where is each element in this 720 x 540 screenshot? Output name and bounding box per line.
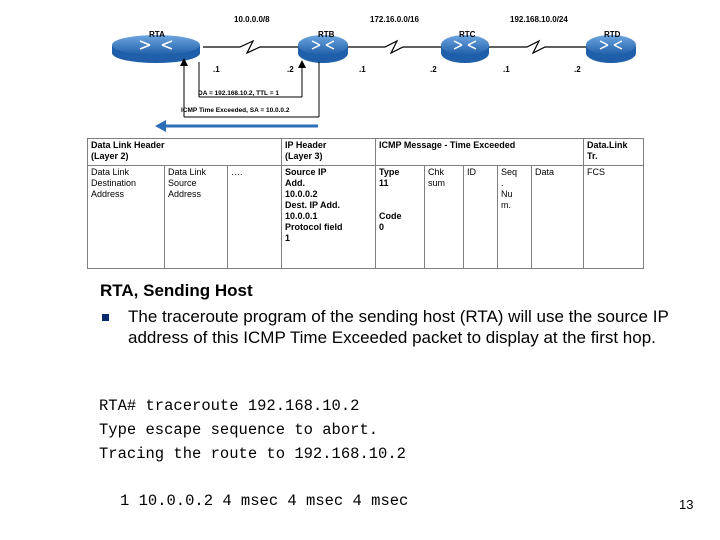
- serial-link: [345, 39, 443, 55]
- bullet-text: The traceroute program of the sending ho…: [128, 307, 669, 347]
- router-name: RTB: [318, 30, 335, 39]
- arrow-up-icon: [180, 58, 188, 66]
- packet-format-table: Data Link Header(Layer 2) IP Header(Laye…: [87, 138, 645, 269]
- ellipsis-cell: ….: [227, 165, 282, 269]
- router-rtd-icon: [586, 35, 636, 63]
- id-cell: ID: [463, 165, 498, 269]
- page-number: 13: [679, 497, 694, 512]
- router-name: RTC: [459, 30, 476, 39]
- router-rtc-icon: [441, 35, 489, 63]
- network-label: 172.16.0.0/16: [370, 15, 419, 24]
- interface-label: .1: [359, 65, 366, 74]
- cli-line: Type escape sequence to abort.: [99, 421, 379, 439]
- serial-link: [203, 39, 300, 55]
- network-label: 10.0.0.0/8: [234, 15, 270, 24]
- network-diagram: 10.0.0.0/8 172.16.0.0/16 192.168.10.0/24…: [112, 15, 636, 132]
- datalink-header-cell: Data Link Header(Layer 2): [87, 138, 282, 166]
- fcs-cell: FCS: [583, 165, 645, 269]
- router-name: RTD: [604, 30, 621, 39]
- icmp-header-cell: ICMP Message - Time Exceeded: [374, 138, 585, 166]
- serial-link: [487, 39, 587, 55]
- router-rtb-icon: [298, 35, 348, 63]
- router-name: RTA: [149, 30, 165, 39]
- interface-label: .2: [574, 65, 581, 74]
- cli-line: Tracing the route to 192.168.10.2: [99, 445, 406, 463]
- router-rta-icon: [112, 35, 200, 63]
- interface-label: .2: [430, 65, 437, 74]
- ip-header-cell: IP Header(Layer 3): [281, 138, 376, 166]
- network-label: 192.168.10.0/24: [510, 15, 568, 24]
- interface-label: .1: [503, 65, 510, 74]
- section-heading: RTA, Sending Host: [100, 281, 253, 300]
- cli-line: 1 10.0.0.2 4 msec 4 msec 4 msec: [120, 492, 409, 510]
- interface-label: .2: [287, 65, 294, 74]
- packet-label: DA = 192.168.10.2, TTL = 1: [198, 90, 279, 97]
- arrow-left-icon: [155, 120, 166, 132]
- data-cell: Data: [530, 165, 585, 269]
- interface-label: .1: [213, 65, 220, 74]
- packet-label: ICMP Time Exceeded, SA = 10.0.0.2: [181, 107, 290, 114]
- cli-line: RTA# traceroute 192.168.10.2: [99, 397, 360, 415]
- square-bullet-icon: [102, 314, 109, 321]
- arrow-up-icon: [298, 60, 306, 68]
